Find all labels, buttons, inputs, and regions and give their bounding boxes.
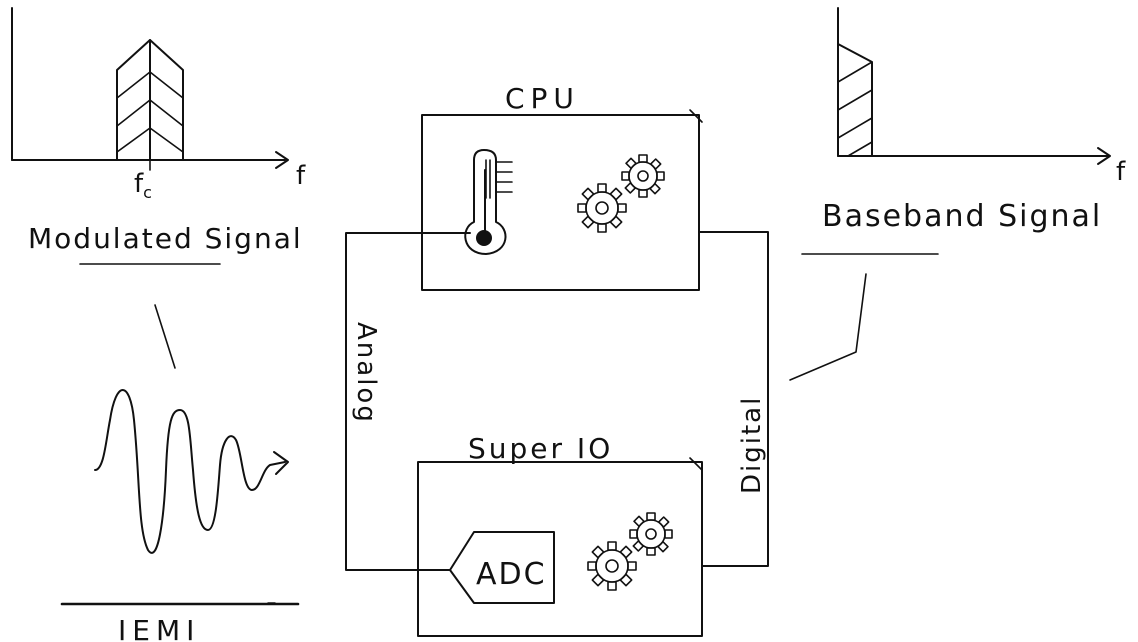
modulated-freq-axis-label: f <box>296 161 306 191</box>
baseband-leader-line <box>790 274 866 380</box>
analog-link: Analog <box>346 233 470 570</box>
baseband-spectrum-band <box>838 44 872 156</box>
gears-icon <box>578 155 664 232</box>
cpu-box <box>422 115 699 290</box>
baseband-signal-caption: Baseband Signal <box>822 199 1102 234</box>
wave-icon <box>95 390 285 553</box>
superio-corner-tick <box>690 458 702 470</box>
modulated-spectrum-band <box>117 40 183 160</box>
carrier-frequency-label: fc <box>134 169 152 202</box>
iemi-label: IEMI <box>118 614 200 642</box>
digital-label: Digital <box>737 396 767 494</box>
modulated-spectrum-plot: f fc Modulated Signal <box>12 8 306 368</box>
thermometer-icon <box>465 150 512 254</box>
superio-block: Super IO ADC <box>418 432 702 636</box>
cpu-title: CPU <box>505 82 580 115</box>
adc-label: ADC <box>476 557 547 592</box>
adc-icon: ADC <box>450 532 554 603</box>
modulated-leader-line <box>155 305 175 368</box>
baseband-freq-axis-label: f <box>1116 157 1126 187</box>
modulated-signal-caption: Modulated Signal <box>28 222 303 255</box>
iemi-waveform: IEMI <box>62 390 298 642</box>
digital-link: Digital <box>699 232 768 566</box>
superio-gears-icon <box>588 513 672 590</box>
cpu-block: CPU <box>422 82 702 290</box>
superio-title: Super IO <box>468 432 613 465</box>
baseband-spectrum-plot: f Baseband Signal <box>790 8 1126 380</box>
analog-label: Analog <box>351 322 381 424</box>
